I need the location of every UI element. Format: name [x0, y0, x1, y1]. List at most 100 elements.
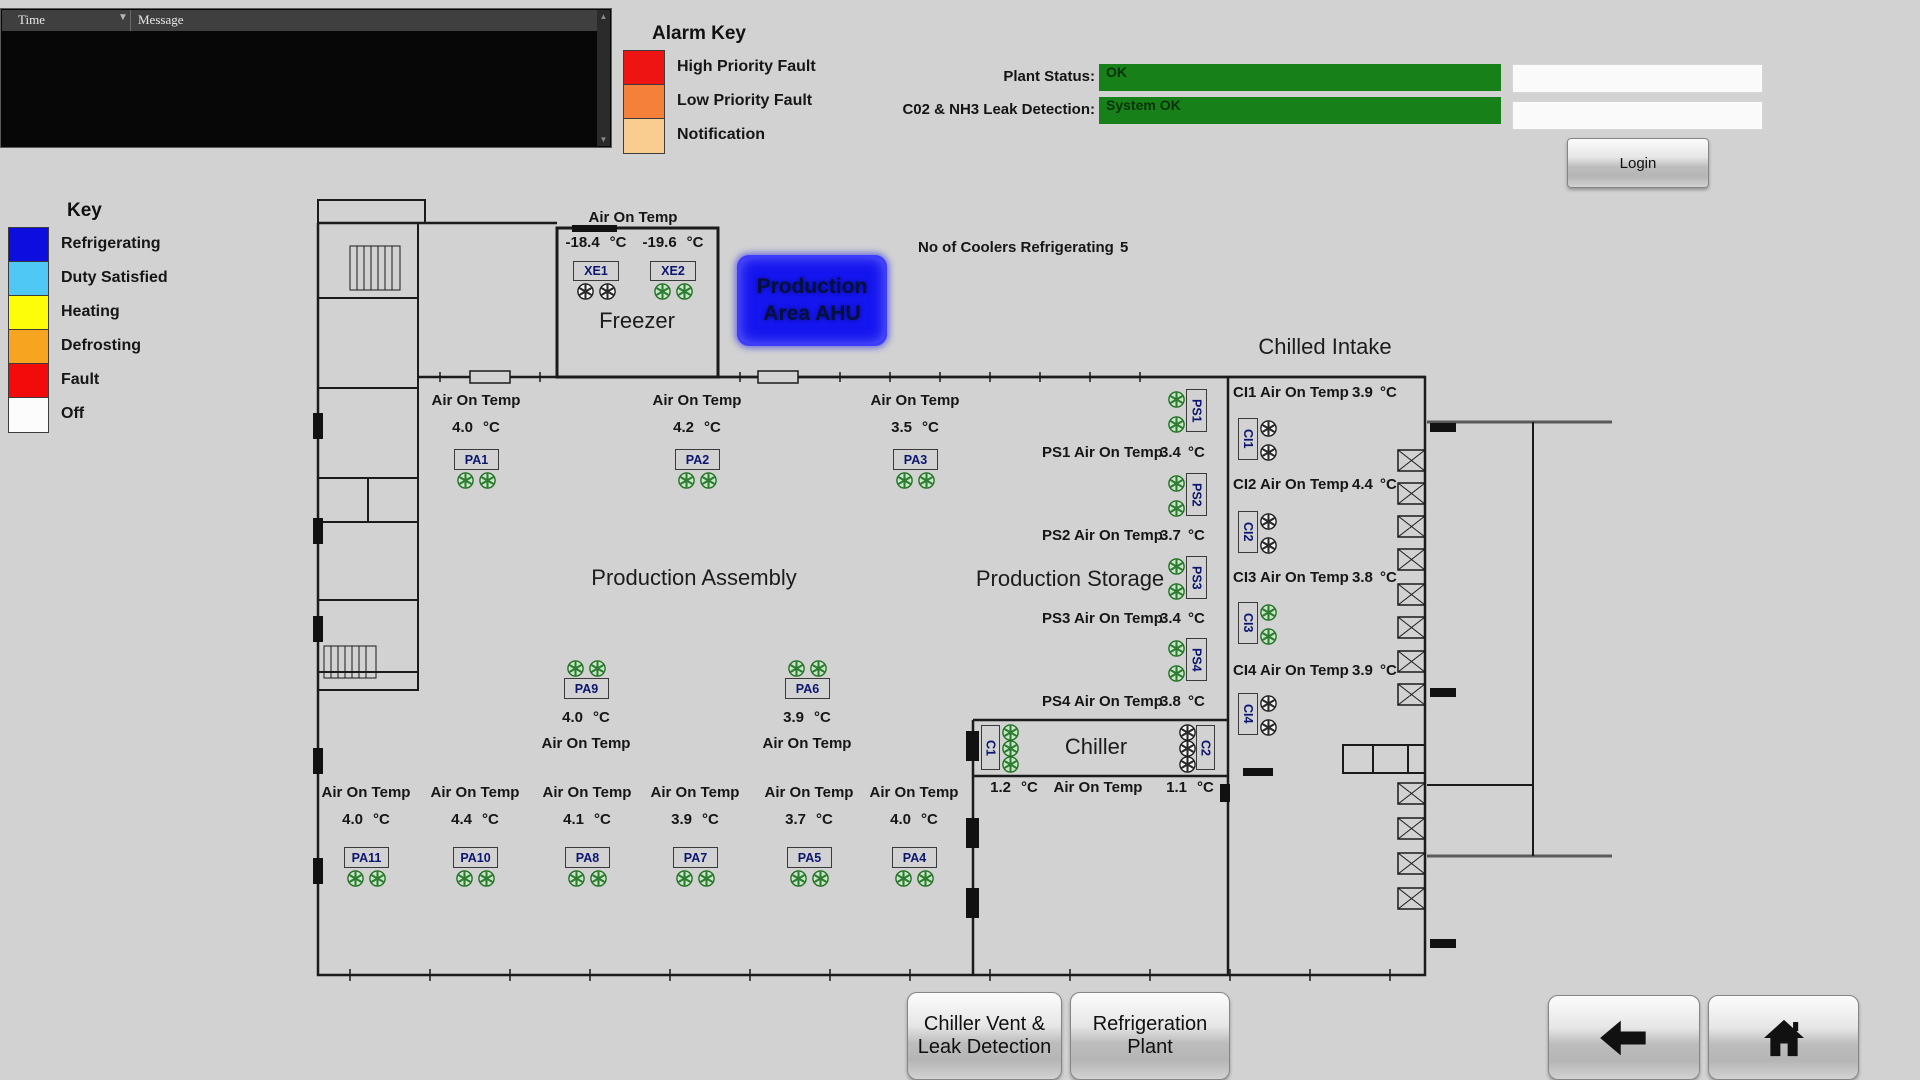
- unit-temp-PA4: 4.0°C: [890, 811, 938, 828]
- fan-icon-XE1-0: [576, 282, 594, 300]
- alarm-key-swatch-notification: [623, 118, 665, 154]
- alarm-list-scrollbar[interactable]: ▲ ▼: [597, 10, 610, 146]
- state-key-swatch-3: [8, 329, 49, 365]
- fan-icon-PA4-1: [916, 869, 934, 887]
- cooler-unit-PA2[interactable]: PA2: [675, 449, 720, 470]
- login-password-field[interactable]: [1512, 101, 1763, 130]
- cooler-unit-PA9[interactable]: PA9: [564, 678, 609, 699]
- cooler-unit-C1[interactable]: C1: [981, 725, 1000, 770]
- scroll-up-icon[interactable]: ▲: [599, 12, 608, 21]
- login-username-field[interactable]: [1512, 64, 1763, 93]
- fan-icon-CI1-1: [1259, 443, 1277, 461]
- cooler-unit-PA6[interactable]: PA6: [785, 678, 830, 699]
- cooler-unit-PA11[interactable]: PA11: [344, 847, 389, 868]
- fan-icon-XE2-1: [675, 282, 693, 300]
- fan-icon-XE1-1: [598, 282, 616, 300]
- login-button[interactable]: Login: [1567, 138, 1709, 188]
- unit-air-on-temp-PA8: Air On Temp: [542, 784, 632, 801]
- fan-icon-CI4-0: [1259, 694, 1277, 712]
- fan-icon-PA5-1: [811, 869, 829, 887]
- fan-icon-PA9-0: [566, 659, 584, 677]
- fan-icon-PA7-1: [697, 869, 715, 887]
- alarm-key-label-high: High Priority Fault: [677, 58, 816, 75]
- unit-temp-PA5: 3.7°C: [785, 811, 833, 828]
- cooler-unit-PS3[interactable]: PS3: [1186, 556, 1207, 599]
- fan-icon-PA1-1: [478, 471, 496, 489]
- state-key-label-2: Heating: [61, 303, 120, 320]
- fan-icon-PS3-0: [1167, 557, 1185, 575]
- refrigeration-plant-button[interactable]: Refrigeration Plant: [1070, 992, 1230, 1080]
- home-icon: [1763, 1019, 1804, 1056]
- fan-icon-CI1-0: [1259, 419, 1277, 437]
- alarm-column-message[interactable]: Message: [138, 12, 184, 27]
- fan-icon-PS4-0: [1167, 639, 1185, 657]
- alarm-key-label-notification: Notification: [677, 126, 765, 143]
- fan-icon-PA8-1: [589, 869, 607, 887]
- home-button[interactable]: [1708, 995, 1859, 1080]
- fan-icon-PS2-1: [1167, 499, 1185, 517]
- fan-icon-PA2-0: [677, 471, 695, 489]
- unit-temp-PA2: 4.2°C: [673, 419, 721, 436]
- alarm-key-swatch-high: [623, 50, 665, 86]
- state-key-label-1: Duty Satisfied: [61, 269, 168, 286]
- production-assembly-heading: Production Assembly: [591, 565, 797, 590]
- production-area-ahu-button[interactable]: Production Area AHU: [737, 255, 887, 346]
- fan-icon-PS3-1: [1167, 582, 1185, 600]
- cooler-unit-PA3[interactable]: PA3: [893, 449, 938, 470]
- unit-temp-XE2: -19.6°C: [642, 234, 704, 251]
- fan-icon-PA7-0: [675, 869, 693, 887]
- chiller-air-on-temp-label: Air On Temp: [1053, 779, 1143, 796]
- cooler-unit-CI1[interactable]: CI1: [1238, 418, 1258, 460]
- fan-icon-PA5-0: [789, 869, 807, 887]
- unit-temp-PA10: 4.4°C: [451, 811, 499, 828]
- cooler-unit-PA7[interactable]: PA7: [673, 847, 718, 868]
- fan-icon-PA3-0: [895, 471, 913, 489]
- leak-detection-value: System OK: [1099, 97, 1501, 124]
- unit-temp-XE1: -18.4°C: [565, 234, 627, 251]
- cooler-unit-C2[interactable]: C2: [1196, 725, 1215, 770]
- alarm-list-body[interactable]: [2, 31, 598, 147]
- cooler-unit-PS1[interactable]: PS1: [1186, 389, 1207, 432]
- column-divider: [130, 10, 131, 31]
- cooler-unit-CI3[interactable]: CI3: [1238, 602, 1258, 644]
- fan-icon-C2-1: [1178, 739, 1196, 757]
- unit-temp-PA6: 3.9°C: [783, 709, 831, 726]
- unit-temp-PA8: 4.1°C: [563, 811, 611, 828]
- back-arrow-icon: [1600, 1020, 1646, 1055]
- chiller-temp-right: 1.1°C: [1166, 779, 1214, 796]
- cooler-unit-XE1[interactable]: XE1: [573, 261, 619, 281]
- cooler-unit-CI2[interactable]: CI2: [1238, 511, 1258, 553]
- fan-icon-PS1-1: [1167, 415, 1185, 433]
- fan-icon-PA9-1: [588, 659, 606, 677]
- cooler-unit-PA5[interactable]: PA5: [787, 847, 832, 868]
- scroll-down-icon[interactable]: ▼: [599, 135, 608, 144]
- fan-icon-PA10-1: [477, 869, 495, 887]
- cooler-unit-PA8[interactable]: PA8: [565, 847, 610, 868]
- cooler-unit-PA10[interactable]: PA10: [453, 847, 498, 868]
- fan-icon-PS1-0: [1167, 390, 1185, 408]
- alarm-key-title: Alarm Key: [652, 23, 746, 44]
- fan-icon-PA1-0: [456, 471, 474, 489]
- fan-icon-PA4-0: [894, 869, 912, 887]
- fan-icon-PA11-0: [346, 869, 364, 887]
- back-button[interactable]: [1548, 995, 1700, 1080]
- leak-detection-label: C02 & NH3 Leak Detection:: [902, 101, 1095, 118]
- cooler-unit-XE2[interactable]: XE2: [650, 261, 696, 281]
- cooler-unit-PA4[interactable]: PA4: [892, 847, 937, 868]
- alarm-column-time[interactable]: Time: [18, 12, 45, 27]
- fan-icon-PA10-0: [455, 869, 473, 887]
- state-key-swatch-4: [8, 363, 49, 399]
- sort-caret-icon[interactable]: ▼: [118, 12, 128, 23]
- cooler-unit-PS2[interactable]: PS2: [1186, 473, 1207, 516]
- unit-air-on-temp-PA5: Air On Temp: [764, 784, 854, 801]
- unit-temp-PA3: 3.5°C: [891, 419, 939, 436]
- cooler-unit-PS4[interactable]: PS4: [1186, 638, 1207, 681]
- cooler-unit-CI4[interactable]: CI4: [1238, 693, 1258, 735]
- fan-icon-C1-2: [1001, 755, 1019, 773]
- cooler-unit-PA1[interactable]: PA1: [454, 449, 499, 470]
- chiller-vent-leak-detection-button[interactable]: Chiller Vent & Leak Detection: [907, 992, 1062, 1080]
